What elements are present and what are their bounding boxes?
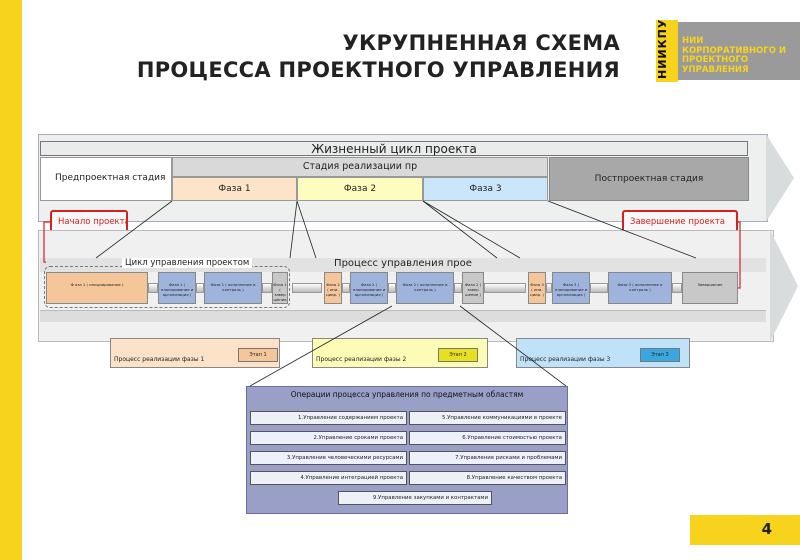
lifecycle-arrow-head [766, 134, 794, 222]
op-procurement: 9.Управление закупками и контрактами [338, 491, 492, 505]
flow-arrow [388, 283, 396, 293]
op-quality: 8.Управление качеством проекта [409, 471, 566, 485]
op-integration: 4.Управление интеграцией проекта [250, 471, 407, 485]
flow-arrow [590, 283, 608, 293]
phase-3: Фаза 3 [423, 177, 548, 201]
page-number: 4 [690, 515, 800, 545]
op-risks: 7.Управление рисками и проблемами [409, 451, 566, 465]
op-communications: 5.Управление коммуникациями в проекте [409, 411, 566, 425]
op-schedule: 2.Управление сроками проекта [250, 431, 407, 445]
left-accent-bar [0, 0, 22, 560]
management-cycle-title: Цикл управления проектом [122, 258, 253, 268]
flow-arrow [672, 283, 682, 293]
flow-arrow [342, 283, 350, 293]
flow-arrow [546, 283, 552, 293]
block-ph1-execution: Фаза 1 ( исполнение и контроль ) [204, 272, 262, 304]
title-line-1: УКРУПНЕННАЯ СХЕМА [342, 31, 620, 55]
logo-box [678, 22, 800, 80]
block-ph2-closure: Фаза 2 ( завер шение ) [462, 272, 484, 304]
block-ph1-planning: Фаза 1 ( планирование и организация ) [158, 272, 196, 304]
block-project-closure: Завершение [682, 272, 738, 304]
op-human-resources: 3.Управление человеческими ресурсами [250, 451, 407, 465]
op-scope: 1.Управление содержанием проекта [250, 411, 407, 425]
flow-arrow [196, 283, 204, 293]
flow-arrow [262, 283, 272, 293]
block-ph2-execution: Фаза 2 ( исполнение и контроль ) [396, 272, 454, 304]
flow-arrow [148, 283, 158, 293]
block-ph2-initiation: Фаза 2 ( ини- циир. ) [324, 272, 342, 304]
flow-arrow [484, 283, 526, 293]
pm-band-footer [40, 310, 766, 322]
phase-2: Фаза 2 [297, 177, 423, 201]
block-ph1-initiation: Ф аза 1 ( инициирование ) [46, 272, 148, 304]
block-ph3-initiation: Фаза 3 ( ини- циир. ) [528, 272, 546, 304]
implementation-stage: Стадия реализации пр [172, 157, 548, 177]
op-cost: 6.Управление стоимостью проекта [409, 431, 566, 445]
post-project-stage: Постпроектная стадия [549, 157, 749, 201]
block-ph3-planning: Фаза 3 ( планирование и организация ) [552, 272, 590, 304]
logo-text: НИИ КОРПОРАТИВНОГО И ПРОЕКТНОГО УПРАВЛЕН… [682, 36, 786, 75]
lifecycle-title: Жизненный цикл проекта [40, 141, 748, 156]
institute-logo: НИИКПУ НИИ КОРПОРАТИВНОГО И ПРОЕКТНОГО У… [630, 19, 800, 82]
block-ph3-execution: Фаза 3 ( исполнение и контроль ) [608, 272, 672, 304]
phase-1-chip: Этап 1 [238, 348, 278, 362]
title-line-2: ПРОЦЕССА ПРОЕКТНОГО УПРАВЛЕНИЯ [136, 58, 620, 82]
pre-project-stage: Предпроектная стадия [40, 157, 172, 201]
block-ph1-closure: Фаза 1 ( завер шение ) [272, 272, 288, 304]
flow-arrow [454, 283, 462, 293]
phase-1: Фаза 1 [172, 177, 297, 201]
block-ph2-planning: Фаза 2 ( планирование и организация ) [350, 272, 388, 304]
phase-3-chip: Этап 3 [640, 348, 680, 362]
pm-arrow-head [770, 230, 798, 342]
phase-2-chip: Этап 2 [438, 348, 478, 362]
flow-arrow [292, 283, 322, 293]
slide-title: УКРУПНЕННАЯ СХЕМА ПРОЦЕССА ПРОЕКТНОГО УП… [60, 30, 620, 84]
operations-title: Операции процесса управления по предметн… [290, 390, 524, 399]
